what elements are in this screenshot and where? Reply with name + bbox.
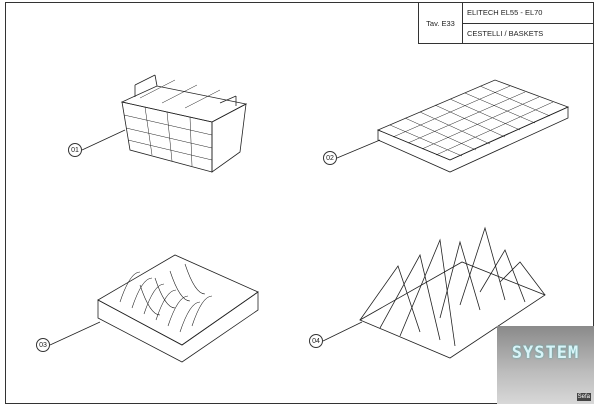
title-block: Tav. E33 ELITECH EL55 - EL70 CESTELLI / … [418, 2, 594, 44]
basket-02-drawing [336, 79, 570, 173]
logo-small-text: Sefa [576, 393, 591, 401]
drawing-subject: CESTELLI / BASKETS [467, 28, 544, 38]
item-label-02: 02 [323, 151, 337, 165]
logo-text: SYSTEM [511, 343, 580, 363]
item-label-01: 01 [68, 143, 82, 157]
basket-03-drawing [49, 254, 259, 363]
sheet-frame [5, 2, 594, 404]
item-label-04: 04 [309, 334, 323, 348]
item-label-03: 03 [36, 338, 50, 352]
model-name: ELITECH EL55 - EL70 [463, 3, 593, 24]
sheet-number: Tav. E33 [419, 3, 463, 43]
system-logo: SYSTEM Sefa [497, 326, 594, 404]
basket-04-drawing [322, 226, 546, 359]
basket-01-drawing [81, 74, 248, 173]
